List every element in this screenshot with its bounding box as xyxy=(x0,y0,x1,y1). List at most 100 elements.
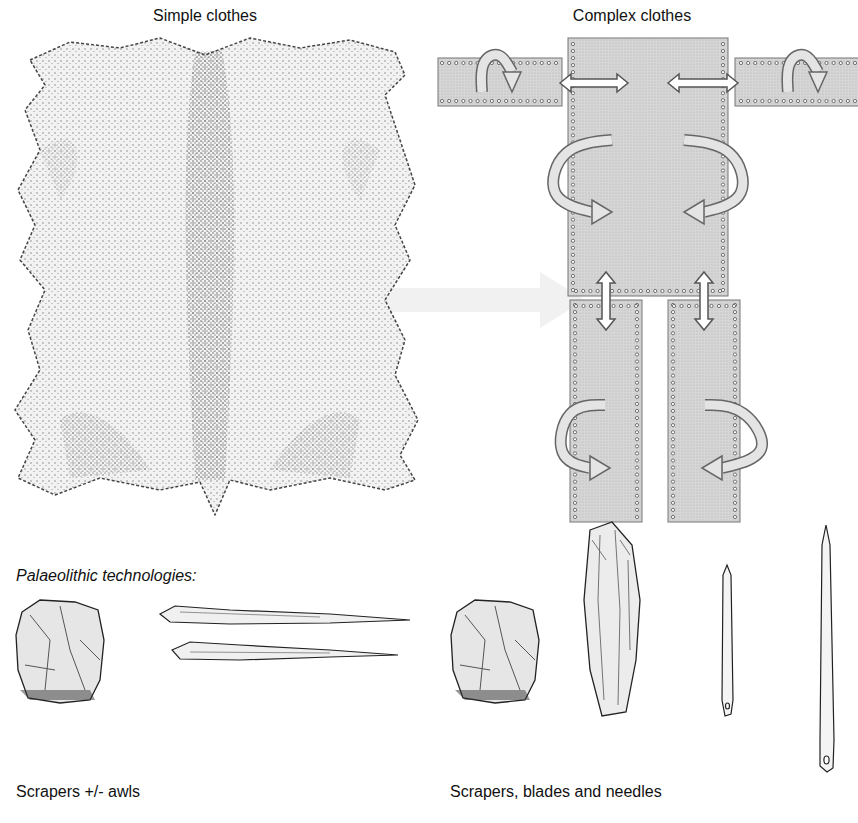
stitch-hole xyxy=(634,304,637,307)
stitch-hole xyxy=(733,339,736,342)
stitch-hole xyxy=(455,99,458,102)
stitch-hole xyxy=(671,431,674,434)
fold-arrow xyxy=(561,405,605,468)
stitch-hole xyxy=(768,99,771,102)
stitch-hole xyxy=(635,494,638,497)
stitch-hole xyxy=(818,99,821,102)
stitch-hole xyxy=(573,318,576,321)
stitch-hole xyxy=(825,99,828,102)
stitch-hole xyxy=(573,303,576,306)
stitch-hole xyxy=(654,289,657,292)
stitch-hole xyxy=(635,501,638,504)
stitch-hole xyxy=(754,99,757,102)
stitch-hole xyxy=(754,61,757,64)
stitch-hole xyxy=(721,56,724,59)
stitch-hole xyxy=(635,381,638,384)
stitch-hole xyxy=(540,99,543,102)
stitch-hole xyxy=(733,395,736,398)
stitch-hole xyxy=(661,289,664,292)
stitch-hole xyxy=(573,374,576,377)
stitch-hole xyxy=(571,113,574,116)
stitch-hole xyxy=(573,353,576,356)
stitch-hole xyxy=(832,99,835,102)
stitch-hole xyxy=(519,61,522,64)
stitch-hole xyxy=(635,339,638,342)
stitch-hole xyxy=(687,304,690,307)
scraper xyxy=(16,600,104,703)
stitch-hole xyxy=(733,360,736,363)
stitch-hole xyxy=(671,332,674,335)
stitch-hole xyxy=(526,61,529,64)
stitch-hole xyxy=(469,99,472,102)
stitch-hole xyxy=(710,304,713,307)
stitch-hole xyxy=(635,431,638,434)
stitch-hole xyxy=(671,416,674,419)
fold-arrow xyxy=(553,140,612,212)
stitch-hole xyxy=(627,304,630,307)
stitch-hole xyxy=(721,92,724,95)
stitch-hole xyxy=(554,61,557,64)
stitch-hole xyxy=(635,409,638,412)
stitch-hole xyxy=(721,274,724,277)
stitch-hole xyxy=(739,99,742,102)
stitch-hole xyxy=(573,388,576,391)
stitch-hole xyxy=(573,431,576,434)
panel-heading: Simple clothes xyxy=(153,6,257,25)
section-heading: Palaeolithic technologies: xyxy=(16,566,197,585)
stitch-hole xyxy=(571,239,574,242)
stitch-hole xyxy=(635,480,638,483)
stitch-hole xyxy=(671,494,674,497)
stitch-hole xyxy=(635,459,638,462)
stitch-hole xyxy=(721,49,724,52)
stitch-hole xyxy=(635,388,638,391)
arrow-head xyxy=(590,456,610,480)
stitch-hole xyxy=(671,367,674,370)
stitch-hole xyxy=(635,416,638,419)
stitch-hole xyxy=(671,452,674,455)
stitch-hole xyxy=(721,63,724,66)
stitch-hole xyxy=(571,106,574,109)
stitch-hole xyxy=(573,367,576,370)
stitch-hole xyxy=(733,487,736,490)
stitch-hole xyxy=(747,61,750,64)
stitch-hole xyxy=(671,395,674,398)
fold-arrow xyxy=(684,140,743,212)
stitch-hole xyxy=(671,508,674,511)
stitch-hole xyxy=(789,99,792,102)
stitch-hole xyxy=(733,332,736,335)
stitch-hole xyxy=(721,106,724,109)
stitch-holes xyxy=(440,42,856,518)
stitch-hole xyxy=(635,438,638,441)
stitch-hole xyxy=(635,318,638,321)
stitch-hole xyxy=(573,452,576,455)
stitch-hole xyxy=(571,281,574,284)
stitch-hole xyxy=(671,360,674,363)
stitch-hole xyxy=(796,99,799,102)
stitch-hole xyxy=(733,310,736,313)
stitch-hole xyxy=(671,501,674,504)
stitch-hole xyxy=(571,71,574,74)
stitch-hole xyxy=(533,61,536,64)
stitch-hole xyxy=(671,515,674,518)
double-arrow xyxy=(560,74,628,92)
stitch-hole xyxy=(571,42,574,45)
stitch-hole xyxy=(721,183,724,186)
stitch-hole xyxy=(671,388,674,391)
fur-pelt xyxy=(15,38,418,515)
stitch-hole xyxy=(505,99,508,102)
arrow-head xyxy=(809,72,827,92)
stitch-hole xyxy=(733,318,736,321)
stitch-hole xyxy=(512,99,515,102)
stitch-hole xyxy=(571,56,574,59)
stitch-hole xyxy=(671,409,674,412)
stitch-hole xyxy=(632,289,635,292)
stitch-hole xyxy=(635,445,638,448)
stitch-hole xyxy=(733,494,736,497)
tool-caption: Scrapers +/- awls xyxy=(16,782,140,801)
stitch-hole xyxy=(483,99,486,102)
stitch-hole xyxy=(853,99,856,102)
stitch-hole xyxy=(832,61,835,64)
stitch-hole xyxy=(571,218,574,221)
stitch-hole xyxy=(717,304,720,307)
stitch-hole xyxy=(733,388,736,391)
